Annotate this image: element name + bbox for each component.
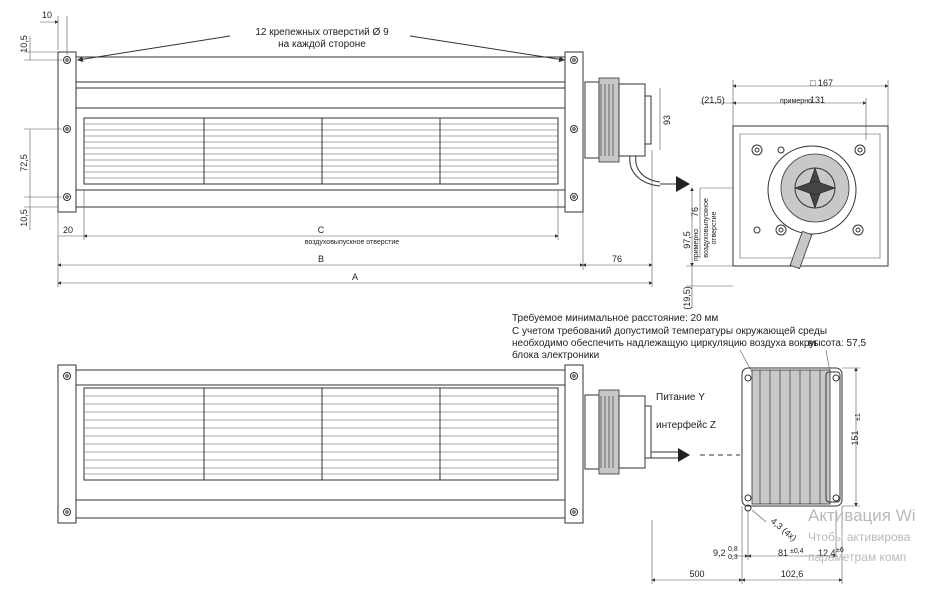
dim-9-2-tol-top: 0,8 — [728, 546, 738, 553]
dim-21-5: (21,5) — [701, 95, 725, 105]
side-view: □ 167 (21,5) примерно 131 97,5 примерно … — [682, 78, 889, 310]
dim-10: 10 — [42, 10, 52, 20]
dim-93: 93 — [662, 115, 672, 125]
dim-500: 500 — [689, 569, 704, 579]
side-housing — [732, 125, 889, 267]
dim-20: 20 — [63, 225, 73, 235]
watermark-line2: Чтобы активирова — [808, 530, 911, 544]
right-end-plate — [564, 51, 584, 213]
motor-top — [584, 77, 690, 192]
dim-b: B — [318, 254, 324, 264]
dim-167: □ 167 — [810, 78, 833, 88]
electronics-box — [741, 367, 843, 512]
dim-131: 131 — [810, 95, 825, 105]
interface-label: интерфейс Z — [656, 419, 716, 431]
dim-9-2-tol-bot: 0,3 — [728, 554, 738, 561]
dim-81: 81 — [778, 548, 788, 558]
motor-bottom — [584, 389, 740, 475]
note-line2: С учетом требований допустимой температу… — [512, 325, 827, 337]
dim-97-5: 97,5 — [682, 231, 692, 249]
watermark-line1: Активация Wi — [808, 506, 916, 525]
mounting-holes — [63, 56, 578, 201]
dim-72-5: 72,5 — [19, 154, 29, 172]
dim-4-3: 4,3 (4x) — [769, 516, 799, 543]
note-line1: Требуемое минимальное расстояние: 20 мм — [512, 312, 718, 324]
dim-a: A — [352, 272, 358, 282]
dim-151-tol: ±1 — [855, 413, 862, 421]
dim-12-4-tol: ±6 — [836, 547, 844, 554]
holes-note-line1: 12 крепежных отверстий Ø 9 — [255, 27, 389, 38]
dim-c: C — [318, 225, 325, 235]
side-motor — [767, 145, 857, 270]
dim-131-prefix: примерно — [780, 98, 812, 105]
dim-19-5: (19,5) — [682, 286, 692, 310]
bottom-left-plate — [57, 364, 77, 524]
impeller-top — [83, 117, 559, 185]
clearance-note: Требуемое минимальное расстояние: 20 мм … — [512, 312, 827, 373]
dim-151: 151 — [850, 430, 860, 445]
top-view: 12 крепежных отверстий Ø 9 на каждой сто… — [19, 10, 690, 287]
dim-76-top: 76 — [612, 254, 622, 264]
impeller-bottom — [83, 387, 559, 481]
watermark-line3: параметрам комп — [808, 550, 907, 564]
note-line3: необходимо обеспечить надлежащую циркуля… — [512, 337, 818, 349]
power-label: Питание Y — [656, 392, 705, 403]
dim-c-sub: воздуховыпускное отверстие — [305, 239, 400, 246]
holes-note-line2: на каждой стороне — [278, 39, 366, 50]
bottom-view: Питание Y интерфейс Z высота: 57,5 151 — [57, 338, 866, 584]
dim-102-6: 102,6 — [781, 569, 804, 579]
dim-76-prefix: примерно — [693, 229, 700, 261]
height-label: высота: 57,5 — [808, 338, 866, 349]
cable-arrow-top — [676, 176, 690, 192]
dim-76-side: 76 — [690, 207, 700, 217]
outlet-note-line1: воздуховыпускное — [703, 198, 710, 258]
dim-10-5-bottom: 10,5 — [19, 209, 29, 227]
dim-81-tol: ±0,4 — [790, 548, 804, 555]
dim-12-4: 12,4 — [818, 548, 836, 558]
outlet-note-line2: отверстие — [711, 211, 718, 244]
bottom-right-plate — [564, 364, 584, 524]
cable-arrow-bottom — [678, 448, 690, 462]
note-line4: блока электроники — [512, 349, 599, 361]
dim-9-2: 9,2 — [713, 548, 726, 558]
dim-10-5-top: 10,5 — [19, 35, 29, 53]
